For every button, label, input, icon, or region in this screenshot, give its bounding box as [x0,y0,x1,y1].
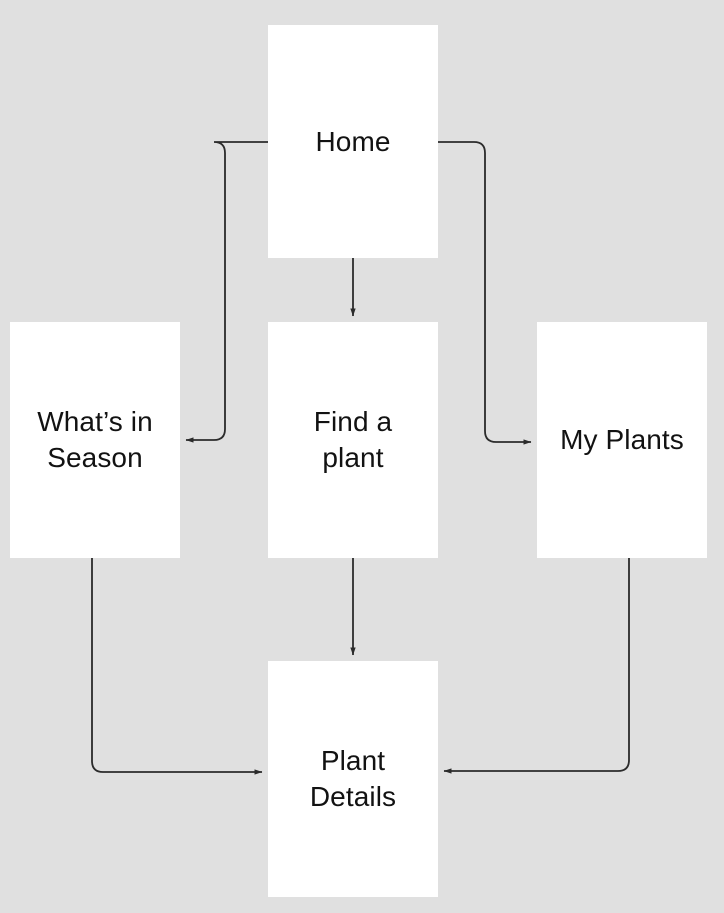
edge-home-to-season [185,141,268,443]
node-find-a-plant[interactable]: Find a plant [268,322,438,558]
node-whats-in-season-label: What’s in Season [37,406,153,473]
node-home-label: Home [315,125,391,157]
edge-myplants-to-details [443,558,630,774]
node-find-a-plant-label: Find a plant [313,406,393,473]
node-home[interactable]: Home [268,25,438,258]
node-my-plants[interactable]: My Plants [537,322,707,558]
node-plant-details[interactable]: Plant Details [268,661,438,897]
node-whats-in-season[interactable]: What’s in Season [10,322,180,558]
edge-home-to-myplants [438,141,532,445]
node-plant-details-label: Plant Details [309,745,397,812]
node-my-plants-label: My Plants [560,424,684,455]
edge-season-to-details [91,558,263,775]
